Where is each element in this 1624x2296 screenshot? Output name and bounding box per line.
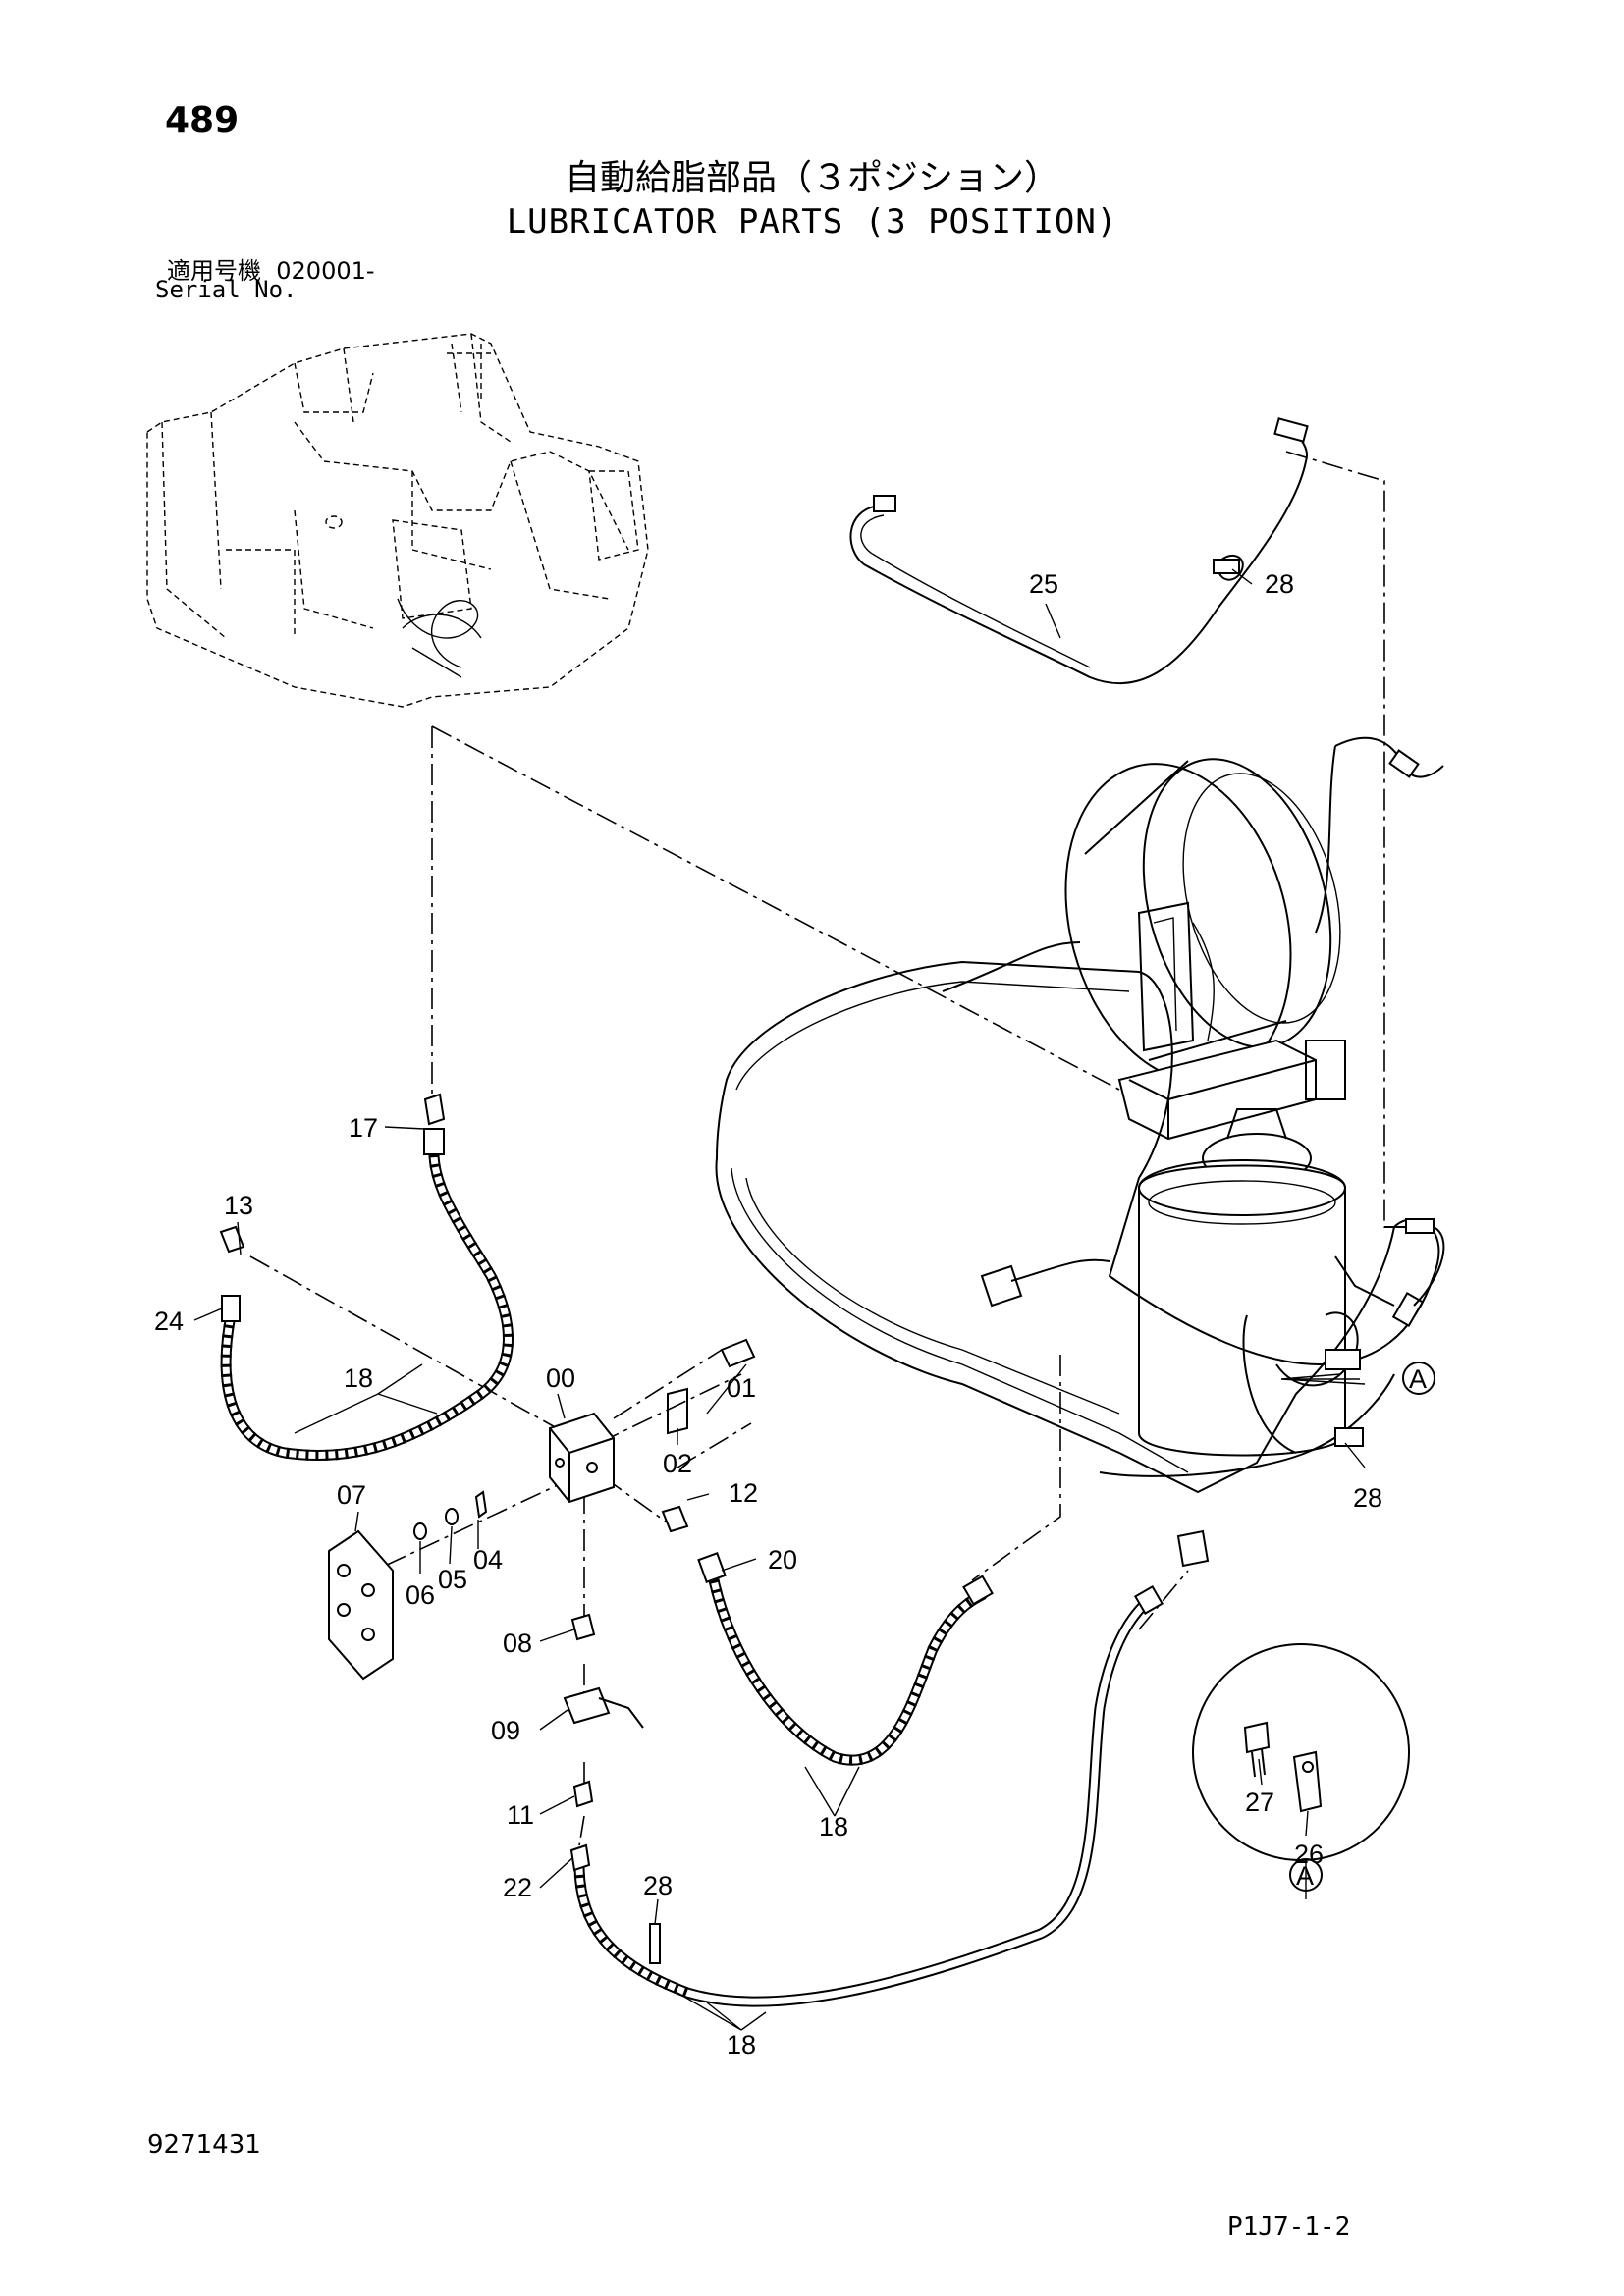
callout-01: 01 <box>727 1373 756 1403</box>
callout-numbers: 17 13 24 18 00 01 02 07 04 05 06 08 09 1… <box>154 569 1382 2059</box>
wire-harness-25 <box>849 417 1309 685</box>
callout-02: 02 <box>663 1449 692 1478</box>
serial-range: 適用号機 020001- <box>167 251 375 286</box>
callout-12: 12 <box>729 1478 758 1508</box>
callout-25: 25 <box>1029 569 1058 599</box>
callout-leaders <box>193 568 1366 2031</box>
callout-18-left: 18 <box>344 1363 373 1393</box>
callout-28-top: 28 <box>1265 569 1294 599</box>
reference-markers: A A <box>1289 1362 1435 1892</box>
callout-07: 07 <box>337 1480 366 1510</box>
callout-04: 04 <box>473 1545 503 1575</box>
page-title-japanese: 自動給脂部品（３ポジション） <box>564 158 1059 198</box>
machine-outline <box>146 333 649 708</box>
page-number: 489 <box>165 100 240 140</box>
serial-label-japanese: 適用号機 <box>167 257 261 285</box>
callout-18-bottom: 18 <box>727 2030 756 2059</box>
callout-26: 26 <box>1294 1840 1324 1869</box>
callout-18-middle: 18 <box>819 1812 848 1842</box>
valve-block-hardware <box>219 1093 756 1872</box>
callout-27: 27 <box>1245 1788 1274 1817</box>
callout-28-right: 28 <box>1353 1483 1382 1513</box>
callout-24: 24 <box>154 1307 184 1336</box>
callout-28-bottom: 28 <box>643 1871 673 1900</box>
document-number: 9271431 <box>147 2130 261 2160</box>
callout-05: 05 <box>438 1565 467 1594</box>
callout-08: 08 <box>503 1629 532 1658</box>
detail-a-circle <box>1192 1643 1410 1861</box>
callout-17: 17 <box>349 1113 378 1143</box>
reference-a-main: A <box>1409 1364 1427 1394</box>
hose-guards <box>220 1128 1210 2007</box>
reference-a-detail: A <box>1296 1861 1314 1891</box>
callout-11: 11 <box>507 1800 534 1830</box>
callout-09: 09 <box>491 1716 520 1745</box>
callout-20: 20 <box>768 1545 797 1575</box>
grease-unit-assembly <box>715 736 1445 1494</box>
callout-06: 06 <box>406 1580 435 1610</box>
callout-22: 22 <box>503 1873 532 1902</box>
serial-label-english: Serial No. <box>155 276 298 303</box>
callout-13: 13 <box>224 1191 253 1220</box>
page-code: P1J7-1-2 <box>1227 2213 1351 2242</box>
callout-00: 00 <box>546 1363 575 1393</box>
page-title-english: LUBRICATOR PARTS (3 POSITION) <box>506 202 1118 241</box>
serial-value: 020001- <box>276 257 375 285</box>
leader-lines <box>249 451 1414 1846</box>
